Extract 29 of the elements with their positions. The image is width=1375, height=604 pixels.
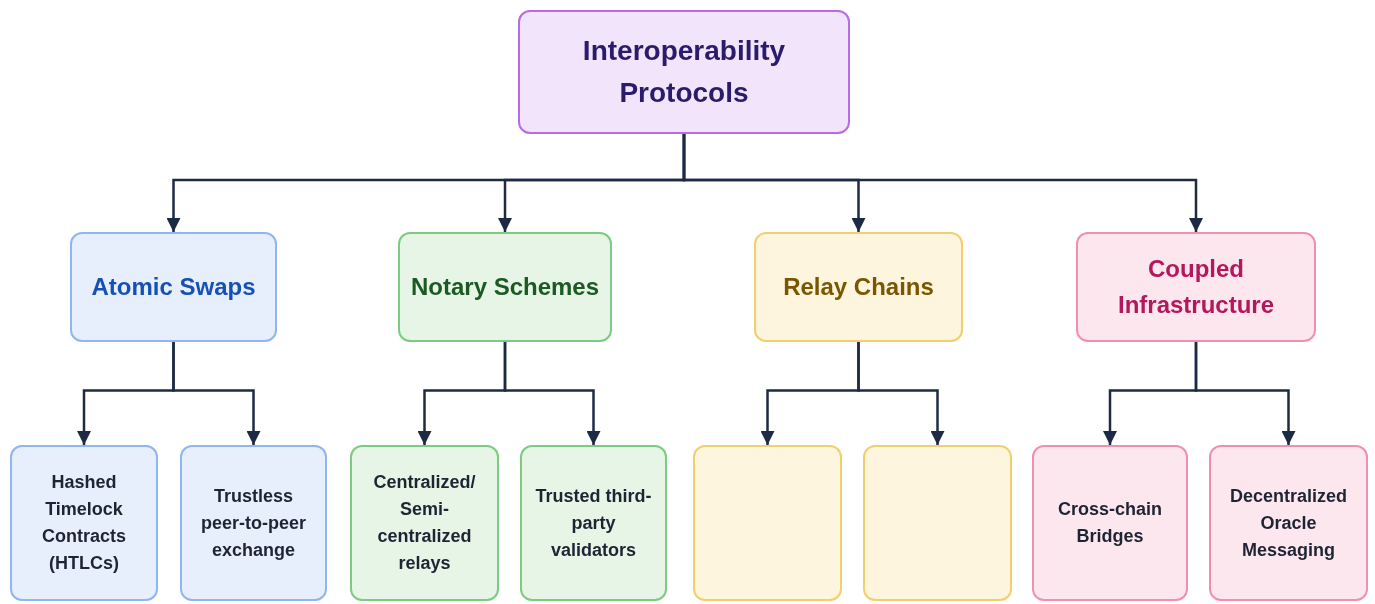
process-box: [518, 10, 850, 134]
process-box: [10, 445, 158, 601]
arrow: [503, 342, 601, 445]
node-label: Cross-chain Bridges: [1057, 498, 1163, 548]
empty-box: [693, 445, 842, 601]
process-box: [70, 232, 277, 342]
arrow: [172, 342, 261, 445]
process-box: [520, 445, 667, 601]
process-box: [1076, 232, 1316, 342]
process-box: [1032, 445, 1188, 601]
node-label: Notary Schemes: [409, 272, 601, 302]
node-label: Decentralized Oracle Messaging: [1228, 484, 1348, 562]
node-label: Coupled Infrastructure: [1116, 254, 1275, 320]
node-label: Interoperability Protocols: [581, 34, 787, 110]
arrow: [857, 342, 945, 445]
empty-box: [863, 445, 1012, 601]
process-box: [398, 232, 612, 342]
node-label: Hashed Timelock Contracts (HTLCs): [41, 471, 127, 575]
process-box: [180, 445, 327, 601]
node-label: Trustless peer-to-peer exchange: [200, 484, 307, 562]
process-box: [350, 445, 499, 601]
node-label: Centralized/ Semi-centralized relays: [372, 471, 477, 575]
arrow: [682, 134, 1203, 232]
arrow: [1194, 342, 1296, 445]
process-box: [754, 232, 963, 342]
node-label: Relay Chains: [782, 272, 935, 302]
node-label: Atomic Swaps: [90, 272, 257, 302]
node-label: Trusted third-party validators: [534, 484, 653, 562]
process-box: [1209, 445, 1368, 601]
